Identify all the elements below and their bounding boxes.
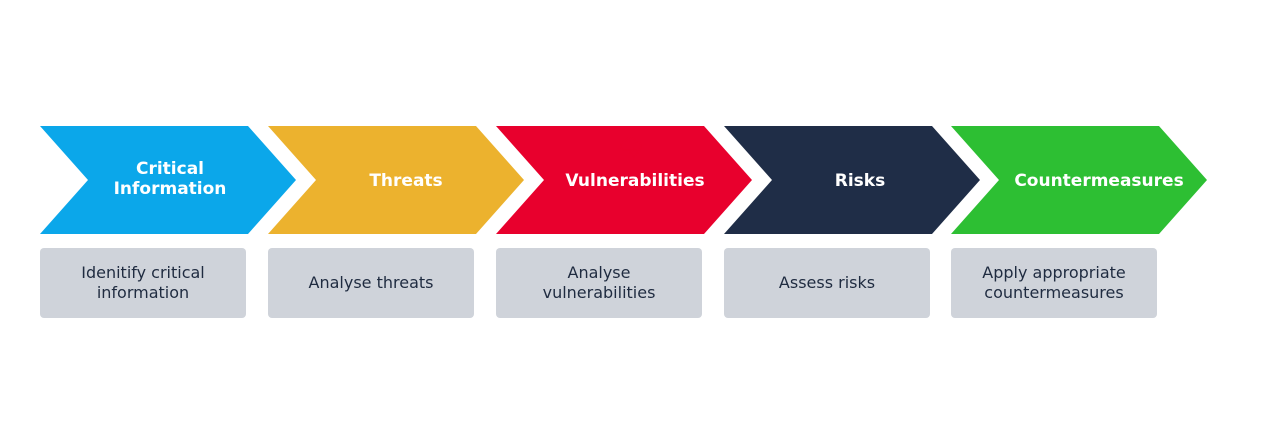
step-description-text: Analyse threats xyxy=(308,273,434,292)
chevron-step-3: Vulnerabilities xyxy=(496,126,752,234)
step-description-text: Apply appropriate countermeasures xyxy=(982,263,1126,302)
chevron-label: Countermeasures xyxy=(1014,171,1183,191)
chevron-step-4: Risks xyxy=(724,126,980,234)
step-description-text: Idenitify critical information xyxy=(81,263,205,302)
cloud-gear-icon xyxy=(620,137,642,158)
chevron-step-5: Countermeasures xyxy=(951,126,1207,234)
chevron-label: Risks xyxy=(835,171,885,191)
chevron-shape xyxy=(268,126,524,234)
chevron-label: Threats xyxy=(369,171,442,191)
step-description-4: Assess risks xyxy=(724,248,930,318)
step-description-2: Analyse threats xyxy=(268,248,474,318)
step-description-text: Analyse vulnerabilities xyxy=(542,263,656,302)
chevron-shape xyxy=(951,126,1207,234)
step-description-3: Analyse vulnerabilities xyxy=(496,248,702,318)
chevron-shape xyxy=(40,126,296,234)
step-description-1: Idenitify critical information xyxy=(40,248,246,318)
chevron-label: Vulnerabilities xyxy=(565,171,704,191)
step-description-5: Apply appropriate countermeasures xyxy=(951,248,1157,318)
chevron-shape xyxy=(724,126,980,234)
chevron-step-2: Threats xyxy=(268,126,524,234)
step-description-text: Assess risks xyxy=(778,273,876,292)
chevron-shape xyxy=(496,126,752,234)
